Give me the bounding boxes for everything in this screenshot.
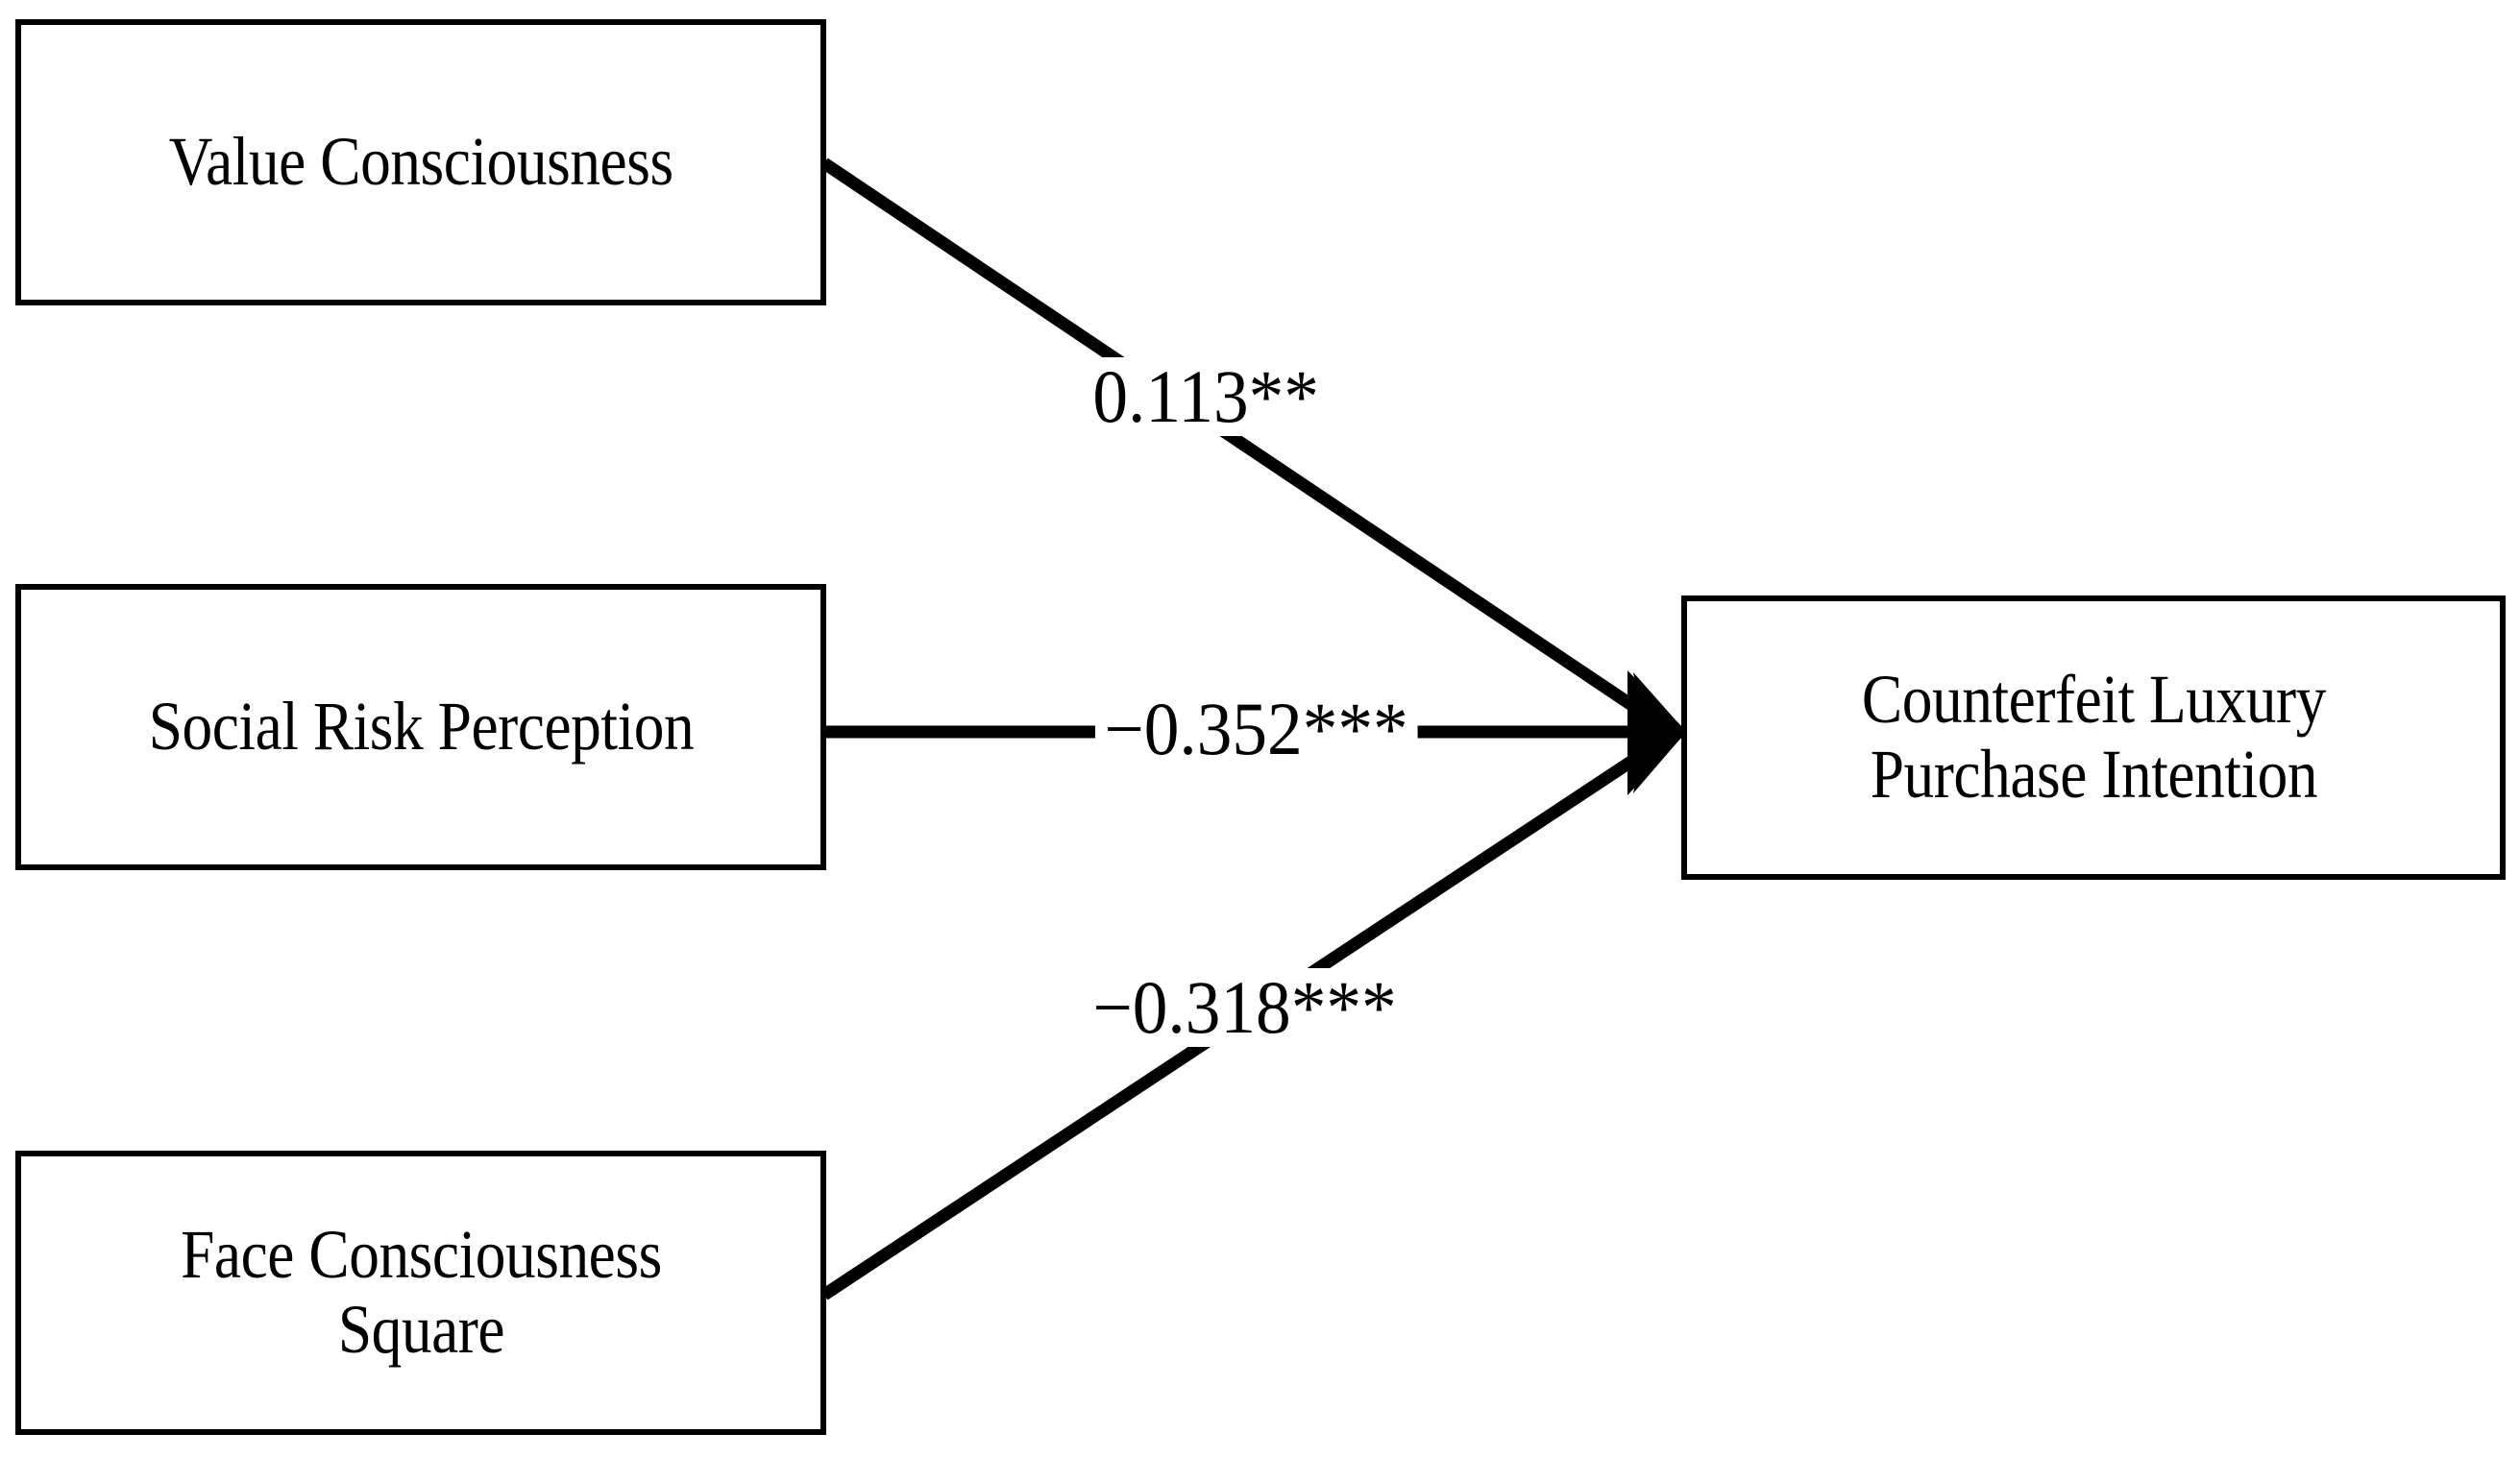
node-social-risk-perception[interactable]: Social Risk Perception: [15, 584, 826, 870]
arrowhead-icon-core: [1627, 670, 1687, 795]
node-value-consciousness[interactable]: Value Consciousness: [15, 19, 826, 305]
node-counterfeit-luxury-purchase-intention[interactable]: Counterfeit Luxury Purchase Intention: [1681, 595, 2506, 880]
node-social-risk-perception-label: Social Risk Perception: [148, 688, 694, 765]
node-face-consciousness-square[interactable]: Face Consciousness Square: [15, 1151, 826, 1435]
path-coefficient-h3: −0.318***: [1084, 968, 1407, 1047]
path-line-h1: [820, 158, 1676, 738]
path-coefficient-h1: 0.113**: [1084, 357, 1329, 436]
path-coefficient-h2: −0.352***: [1095, 690, 1418, 768]
node-face-consciousness-square-label: Face Consciousness Square: [180, 1216, 662, 1368]
node-value-consciousness-label: Value Consciousness: [168, 123, 673, 201]
node-counterfeit-luxury-purchase-intention-label: Counterfeit Luxury Purchase Intention: [1861, 661, 2326, 813]
